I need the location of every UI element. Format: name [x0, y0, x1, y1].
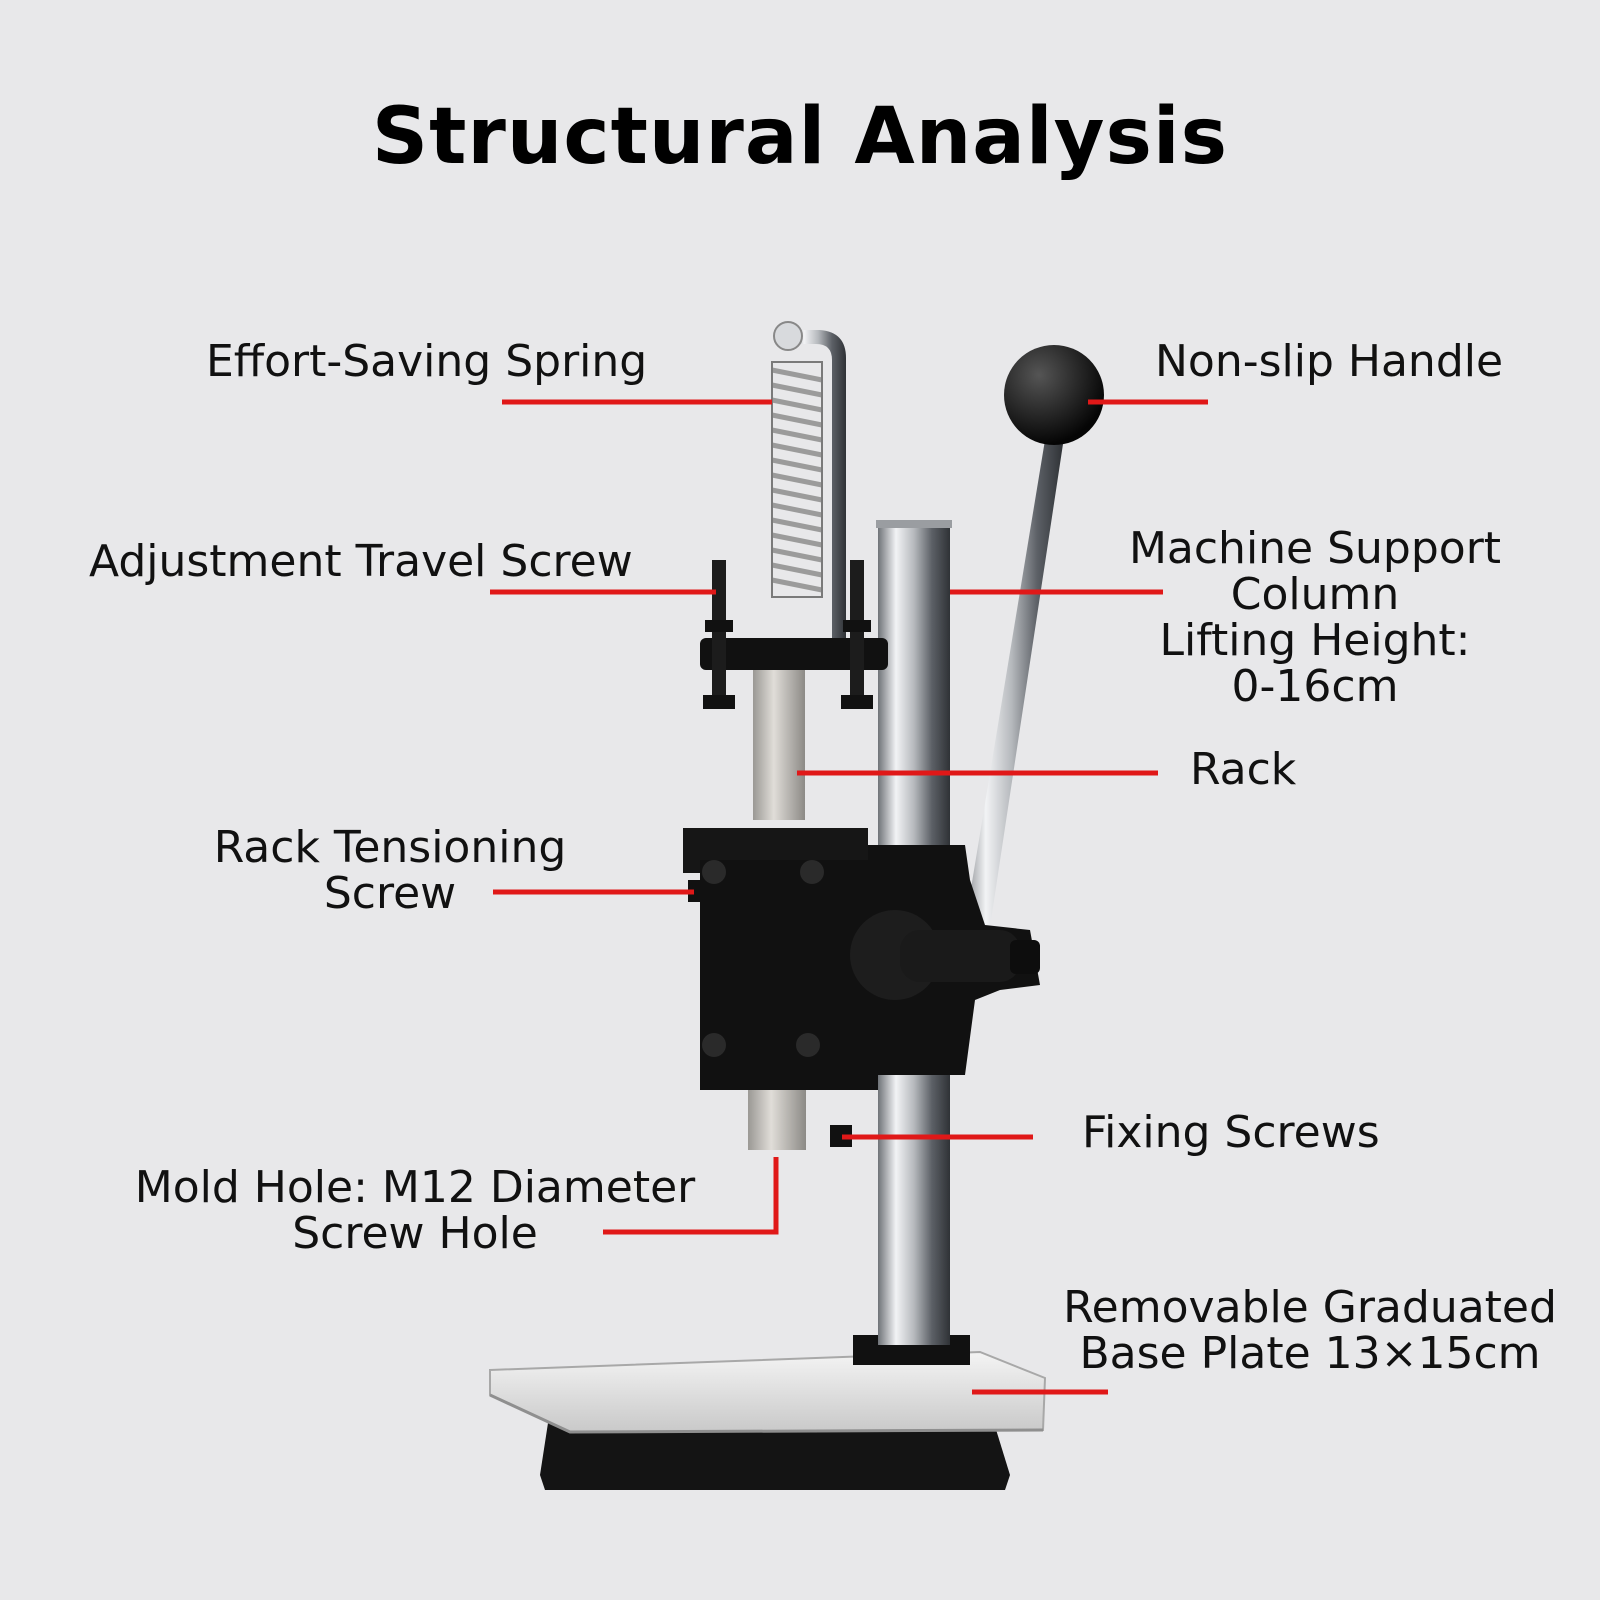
- label-handle: Non-slip Handle: [1155, 336, 1504, 387]
- label-base-line1: Removable Graduated: [1063, 1282, 1557, 1333]
- rack-and-spring: [748, 321, 846, 1150]
- label-column-line1: Machine Support: [1128, 523, 1502, 574]
- page-title: Structural Analysis: [371, 92, 1229, 182]
- label-base-plate: Removable Graduated Base Plate 13×15cm: [1040, 1285, 1580, 1377]
- label-fixing-screws: Fixing Screws: [1082, 1107, 1380, 1158]
- label-spring: Effort-Saving Spring: [206, 336, 648, 387]
- callout-lines: [490, 399, 1208, 1395]
- label-rack: Rack: [1190, 744, 1297, 795]
- label-tension-screw: Rack Tensioning Screw: [180, 825, 600, 917]
- label-travel-screw: Adjustment Travel Screw: [89, 536, 633, 587]
- label-tension-line2: Screw: [323, 868, 457, 919]
- label-lift-line1: Lifting Height:: [1159, 615, 1471, 666]
- label-column: Machine Support Column Lifting Height: 0…: [1100, 526, 1530, 710]
- label-lift-line2: 0-16cm: [1231, 661, 1399, 712]
- label-mold-line2: Screw Hole: [292, 1208, 538, 1259]
- callout-mold-hole: [603, 1157, 779, 1235]
- top-plate: [700, 560, 888, 709]
- label-mold-hole: Mold Hole: M12 Diameter Screw Hole: [110, 1165, 720, 1257]
- handle: [960, 345, 1104, 960]
- base-plate: [489, 1350, 1047, 1490]
- label-mold-line1: Mold Hole: M12 Diameter: [134, 1162, 696, 1213]
- label-base-line2: Base Plate 13×15cm: [1079, 1328, 1541, 1379]
- label-tension-line1: Rack Tensioning: [213, 822, 567, 873]
- press-body: [683, 828, 1040, 1147]
- label-column-line2: Column: [1230, 569, 1400, 620]
